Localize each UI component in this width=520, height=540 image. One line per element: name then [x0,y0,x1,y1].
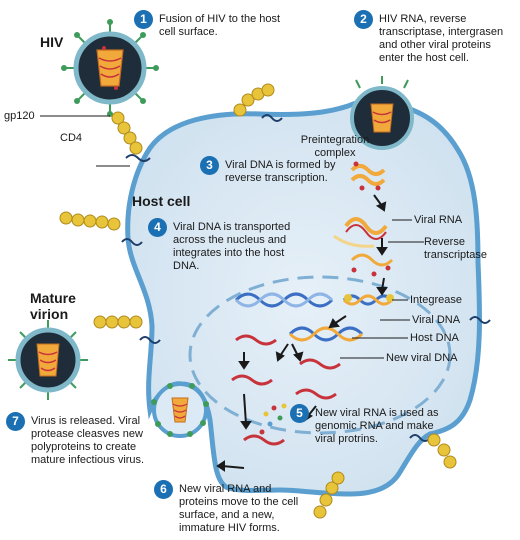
step-4-badge: 4 [148,218,167,237]
step-5: 5 New viral RNA is used as genomic RNA a… [290,404,450,446]
step-7-badge: 7 [6,412,25,431]
budding-vesicle-dots [151,383,209,437]
viral-rna-transcription [333,217,388,248]
integrase-label: Integrease [410,294,462,306]
step-2: 2 HIV RNA, reverse transcriptase, interg… [354,10,518,65]
step-1-badge: 1 [134,10,153,29]
step-1-text: Fusion of HIV to the host cell surface. [159,13,281,38]
step-4-text: Viral DNA is transported across the nucl… [173,221,291,272]
step-2-text: HIV RNA, reverse transcriptase, intergra… [379,13,504,64]
host-cell-label: Host cell [132,193,191,209]
viral-proteins [259,403,287,435]
budding-capsid [171,397,189,423]
step-3: 3 Viral DNA is formed by reverse transcr… [200,156,350,185]
preintegration-complex-label: Preintegration complex [300,134,370,159]
nucleus-outline [188,275,452,435]
step-3-text: Viral DNA is formed by reverse transcrip… [225,159,336,184]
step-6-badge: 6 [154,480,173,499]
step-6: 6 New viral RNA and proteins move to the… [154,480,304,535]
step-4: 4 Viral DNA is transported across the nu… [148,218,308,273]
mature-virion-label: Mature virion [30,290,76,322]
preintegration-complex [350,161,386,191]
process-arrows [216,194,388,472]
new-viral-rna [231,334,341,446]
step-5-badge: 5 [290,404,309,423]
reverse-transcription [350,253,394,277]
gp120-label: gp120 [4,110,35,122]
cd4-free-chains [59,83,457,519]
hiv-label: HIV [40,34,64,50]
step-6-text: New viral RNA and proteins move to the c… [179,483,299,534]
viral-dna-label: Viral DNA [412,314,461,326]
cd4-receptor-chain [111,111,143,155]
step-1: 1 Fusion of HIV to the host cell surface… [134,10,294,39]
new-viral-dna-label: New viral DNA [386,352,458,364]
step-7-text: Virus is released. Viral protease cleasv… [31,415,145,466]
step-2-badge: 2 [354,10,373,29]
step-5-text: New viral RNA is used as genomic RNA and… [315,407,439,445]
membrane-coils [121,114,491,442]
step-3-badge: 3 [200,156,219,175]
step-7: 7 Virus is released. Viral protease clea… [6,412,146,467]
host-dna-label: Host DNA [410,332,459,344]
viral-rna-label: Viral RNA [414,214,463,226]
hiv-virion [61,19,159,117]
cd4-label: CD4 [60,132,83,144]
label-leader-lines [40,115,424,359]
reverse-transcriptase-label: Reverse transcriptase [424,236,487,261]
mature-virion [8,320,88,400]
entering-virion [350,76,414,150]
host-dna-helix [234,292,364,342]
